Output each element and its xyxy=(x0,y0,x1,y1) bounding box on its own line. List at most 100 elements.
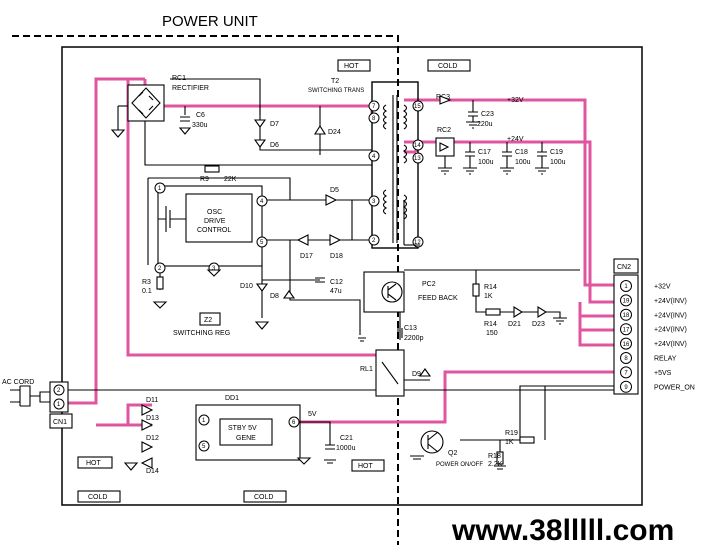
cn2-pin: 17 +24V(INV) xyxy=(620,323,687,336)
capacitor-c19: C19 100u xyxy=(537,142,566,168)
svg-text:AC CORD: AC CORD xyxy=(2,379,34,386)
relay-rl1: RL1 xyxy=(360,349,405,397)
cn2-pin: 19 +24V(INV) xyxy=(620,294,687,307)
zone-hot-bottom-left: HOT xyxy=(77,456,113,469)
zone-hot-top: HOT xyxy=(337,59,371,72)
svg-text:C23: C23 xyxy=(481,111,494,118)
svg-text:100u: 100u xyxy=(478,159,494,166)
svg-text:12: 12 xyxy=(414,240,421,246)
transistor-q2: Q2 POWER ON/OFF xyxy=(420,430,483,468)
cn2-pin-label: +24V(INV) xyxy=(654,341,687,348)
svg-text:C13: C13 xyxy=(404,325,417,332)
rectifier-label: RECTIFIER xyxy=(172,85,209,92)
diode-d17: D17 xyxy=(296,234,313,260)
capacitor-c6: C6 330u xyxy=(180,112,208,129)
svg-text:1: 1 xyxy=(57,402,61,408)
resistor-r14-150: R14 150 xyxy=(484,308,501,337)
svg-text:7: 7 xyxy=(372,104,376,110)
diode-d10: D10 xyxy=(240,283,269,292)
cn2-pin: 18+24V(INV) xyxy=(620,308,687,321)
cn2-pin-circle xyxy=(620,352,632,364)
cn2-pin-label: POWER_ON xyxy=(654,384,695,391)
resistor-r18: R18 2.2K xyxy=(488,451,504,468)
label-32v: +32V xyxy=(507,97,524,104)
svg-text:D8: D8 xyxy=(270,293,279,300)
capacitor-c21: C21 1000u xyxy=(325,435,356,452)
svg-text:2.2K: 2.2K xyxy=(488,461,503,468)
svg-text:D11: D11 xyxy=(146,397,158,404)
svg-text:1: 1 xyxy=(202,418,206,424)
svg-text:C21: C21 xyxy=(340,435,353,442)
cn2-pin-number: 17 xyxy=(623,327,630,333)
svg-text:COLD: COLD xyxy=(254,494,273,501)
svg-text:GENE: GENE xyxy=(236,435,256,442)
svg-text:8: 8 xyxy=(372,116,376,122)
cn2-pin-label: +24V(INV) xyxy=(654,298,687,305)
cn2-pin-number: 19 xyxy=(623,299,630,305)
svg-text:2200p: 2200p xyxy=(404,335,424,342)
svg-text:Q2: Q2 xyxy=(448,450,457,457)
diode-d21: D21 xyxy=(508,306,524,328)
svg-text:1K: 1K xyxy=(505,439,514,446)
diode-d23: D23 xyxy=(532,306,548,328)
rc2-diode: RC2 xyxy=(435,127,455,168)
cn2-pin-circle xyxy=(620,294,632,307)
capacitor-c12: C12 47u xyxy=(315,277,343,295)
svg-text:D9: D9 xyxy=(412,371,421,378)
optocoupler-pc2: PC2 FEED BACK xyxy=(363,271,458,313)
transformer-t2: T2 SWITCHING TRANS xyxy=(308,78,419,249)
svg-text:STBY 5V: STBY 5V xyxy=(228,425,257,432)
cn2-pin-label: +32V xyxy=(654,284,671,291)
svg-text:CN1: CN1 xyxy=(53,419,67,426)
zone-cold-top: COLD xyxy=(427,59,471,72)
svg-text:COLD: COLD xyxy=(438,63,457,70)
svg-text:PC2: PC2 xyxy=(422,281,436,288)
cn2-pin-number: 16 xyxy=(623,342,630,348)
svg-text:D21: D21 xyxy=(508,321,521,328)
cn2-pin-label: +24V(INV) xyxy=(654,312,687,319)
svg-text:D5: D5 xyxy=(330,187,339,194)
svg-text:6: 6 xyxy=(292,420,296,426)
cn2-pin-number: 8 xyxy=(624,356,628,362)
svg-text:FEED BACK: FEED BACK xyxy=(418,295,458,302)
cn2-pin-label: +24V(INV) xyxy=(654,327,687,334)
svg-text:Z2: Z2 xyxy=(204,317,212,324)
zone-cold-bottom-left: COLD xyxy=(77,490,121,503)
svg-text:100u: 100u xyxy=(550,159,566,166)
svg-text:D17: D17 xyxy=(300,253,313,260)
svg-text:14: 14 xyxy=(414,143,421,149)
diode-d9: D9 xyxy=(412,368,432,378)
cn2-pin-circle xyxy=(620,308,632,321)
svg-text:C17: C17 xyxy=(478,149,491,156)
svg-text:COLD: COLD xyxy=(88,494,107,501)
ac-cord: AC CORD xyxy=(2,379,52,407)
svg-text:13: 13 xyxy=(414,156,421,162)
svg-text:C12: C12 xyxy=(330,279,343,286)
svg-text:R14: R14 xyxy=(484,284,497,291)
svg-text:D12: D12 xyxy=(146,435,159,442)
svg-text:D7: D7 xyxy=(270,121,279,128)
zone-hot-bottom-mid: HOT xyxy=(351,459,385,472)
svg-text:DRIVE: DRIVE xyxy=(204,218,226,225)
svg-text:1K: 1K xyxy=(484,293,493,300)
svg-text:CONTROL: CONTROL xyxy=(197,227,231,234)
svg-text:C19: C19 xyxy=(550,149,563,156)
cn2-pin-number: 7 xyxy=(624,371,628,377)
svg-text:OSC: OSC xyxy=(207,209,222,216)
ground-symbols xyxy=(123,121,567,471)
cn2-pin-list: 1+32V19+24V(INV)18+24V(INV)17+24V(INV)16… xyxy=(620,280,695,393)
svg-text:D6: D6 xyxy=(270,142,279,149)
svg-text:4: 4 xyxy=(372,154,376,160)
title: POWER UNIT xyxy=(162,13,258,30)
cn2-pin-circle xyxy=(620,323,632,336)
capacitor-c13: C13 2200p xyxy=(397,325,424,342)
svg-text:1: 1 xyxy=(158,186,162,192)
diode-d24: D24 xyxy=(314,124,341,136)
svg-text:CN2: CN2 xyxy=(617,264,631,271)
svg-text:3: 3 xyxy=(372,199,376,205)
svg-text:D14: D14 xyxy=(146,468,159,475)
resistor-r3: R3 0.1 xyxy=(142,276,168,309)
